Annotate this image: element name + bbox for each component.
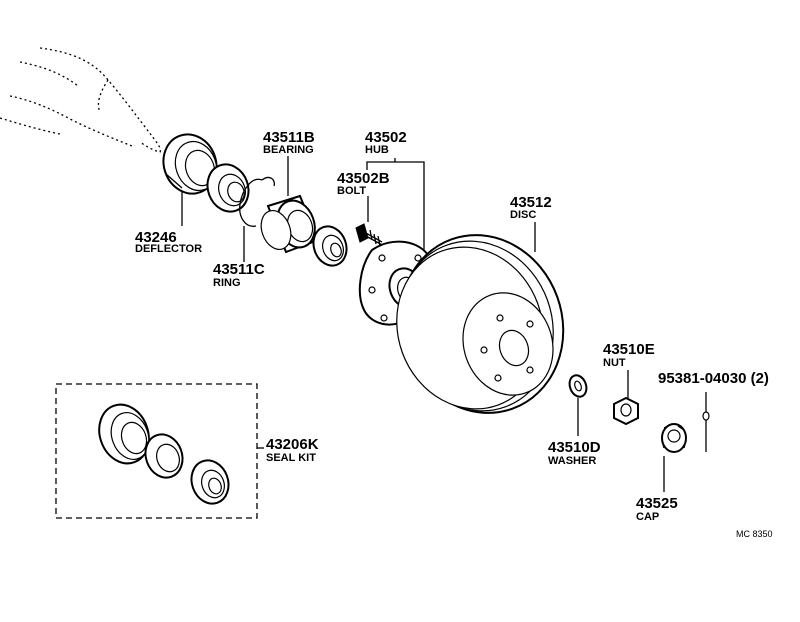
ring-part bbox=[239, 176, 276, 227]
deflector-name: DEFLECTOR bbox=[135, 243, 202, 255]
washer-name: WASHER bbox=[548, 455, 596, 467]
cap-number: 43525 bbox=[636, 495, 678, 512]
hub-name: HUB bbox=[365, 144, 389, 156]
bolt-name: BOLT bbox=[337, 185, 366, 197]
disc-number: 43512 bbox=[510, 194, 552, 211]
ring-name: RING bbox=[213, 277, 241, 289]
washer-number: 43510D bbox=[548, 439, 601, 456]
nut-name: NUT bbox=[603, 357, 626, 369]
bolt-number: 43502B bbox=[337, 170, 390, 187]
pointing-hand-icon bbox=[0, 47, 162, 153]
seal-kit-number: 43206K bbox=[266, 436, 319, 453]
seal-kit-box bbox=[55, 383, 258, 519]
inner-race-part bbox=[206, 163, 250, 213]
seal-kit-seal bbox=[144, 433, 184, 479]
bearing-part bbox=[260, 194, 320, 254]
bearing-number: 43511B bbox=[263, 129, 315, 146]
ring-number: 43511C bbox=[213, 261, 265, 278]
bearing-name: BEARING bbox=[263, 144, 314, 156]
nut-number: 43510E bbox=[603, 341, 655, 358]
hub-bracket bbox=[366, 158, 425, 250]
deflector-part bbox=[162, 133, 218, 195]
seal-kit-oil-seal bbox=[190, 459, 230, 505]
cap-part bbox=[661, 423, 687, 453]
drawing-code: MC 8350 bbox=[736, 529, 773, 539]
deflector-number: 43246 bbox=[135, 229, 177, 246]
hub-number: 43502 bbox=[365, 129, 407, 146]
nut-part bbox=[613, 396, 639, 426]
disc-part bbox=[396, 234, 565, 414]
outer-race-part bbox=[312, 225, 348, 267]
cotter-pin-part bbox=[702, 392, 710, 452]
cotter-pin-number: 95381-04030 (2) bbox=[658, 370, 769, 387]
washer-part bbox=[568, 374, 588, 398]
seal-kit-name: SEAL KIT bbox=[266, 452, 316, 464]
cap-name: CAP bbox=[636, 511, 659, 523]
seal-kit-deflector bbox=[98, 403, 150, 465]
bolt-part bbox=[355, 223, 385, 247]
disc-name: DISC bbox=[510, 209, 536, 221]
